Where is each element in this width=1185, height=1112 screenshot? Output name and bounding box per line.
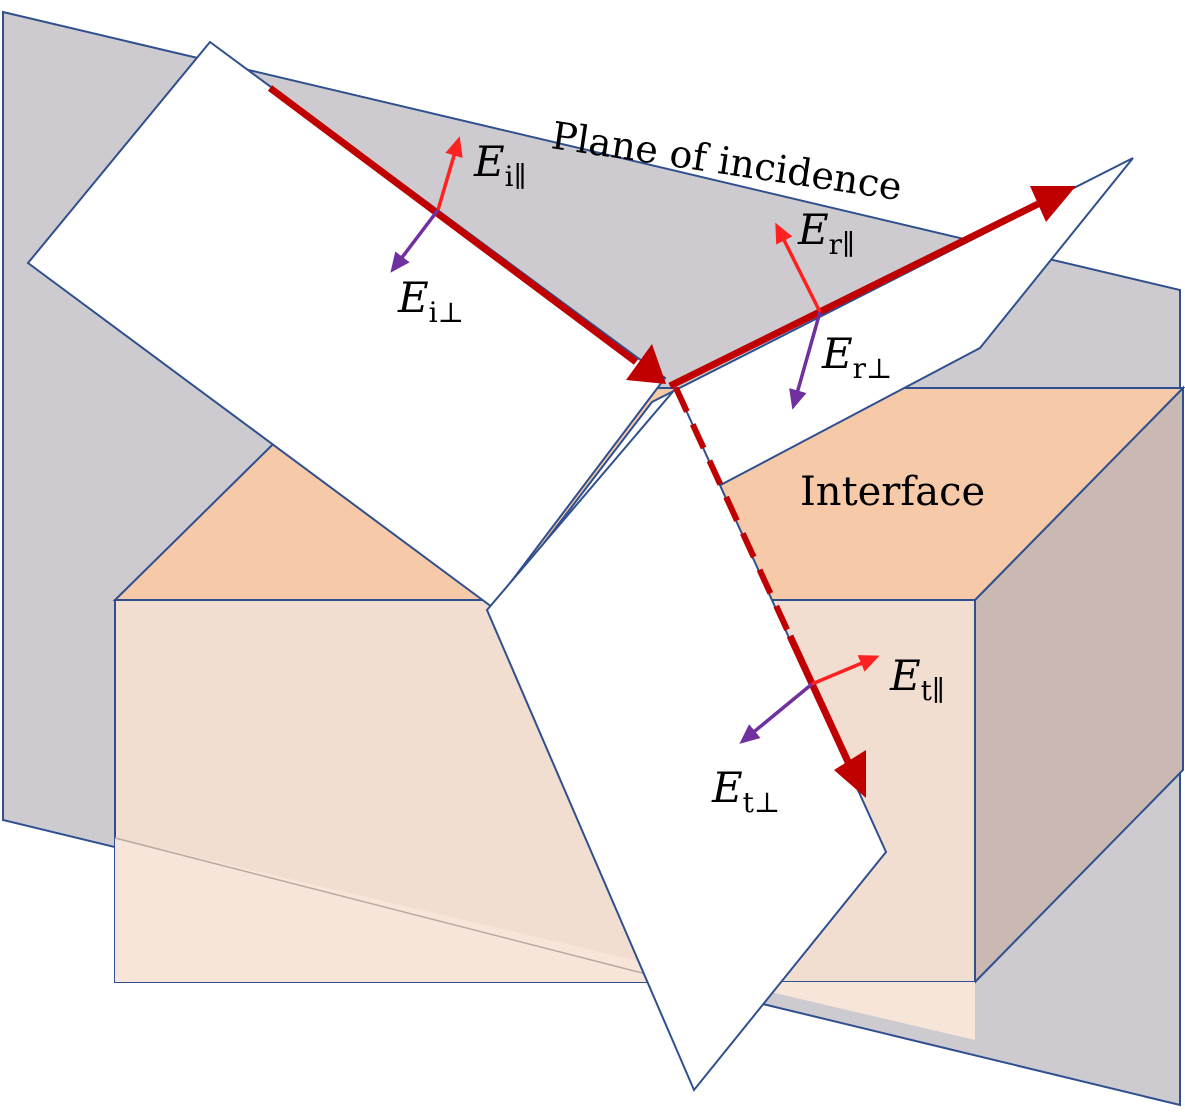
e-r-parallel-vector [775, 222, 822, 313]
incident-ray [267, 85, 639, 365]
e-i-perp-label: Ei⊥ [397, 273, 464, 329]
reflected-ray [668, 200, 1040, 390]
e-i-parallel-vector [436, 136, 463, 211]
e-t-parallel-label: Et∥ [889, 651, 945, 707]
e-r-parallel-label: Er∥ [797, 205, 855, 261]
e-r-perp-label: Er⊥ [821, 329, 892, 385]
e-r-perp-vector [789, 311, 822, 410]
reflected-ray-arrowhead [1030, 186, 1076, 222]
interface-label: Interface [800, 469, 985, 515]
transmitted-sheet [485, 386, 888, 1092]
e-t-perp-label: Et⊥ [711, 763, 780, 819]
transmitted-ray-arrowhead [834, 750, 866, 798]
e-t-perp-vector [739, 682, 814, 744]
e-i-parallel-label: Ei∥ [473, 137, 527, 193]
transmitted-ray [786, 634, 854, 768]
e-i-perp-vector [390, 208, 440, 273]
plane-edge-through-block [114, 837, 651, 976]
transmitted-ray-dashed [673, 386, 793, 638]
incident-ray-arrowhead [626, 344, 666, 384]
e-t-parallel-vector [811, 655, 880, 686]
